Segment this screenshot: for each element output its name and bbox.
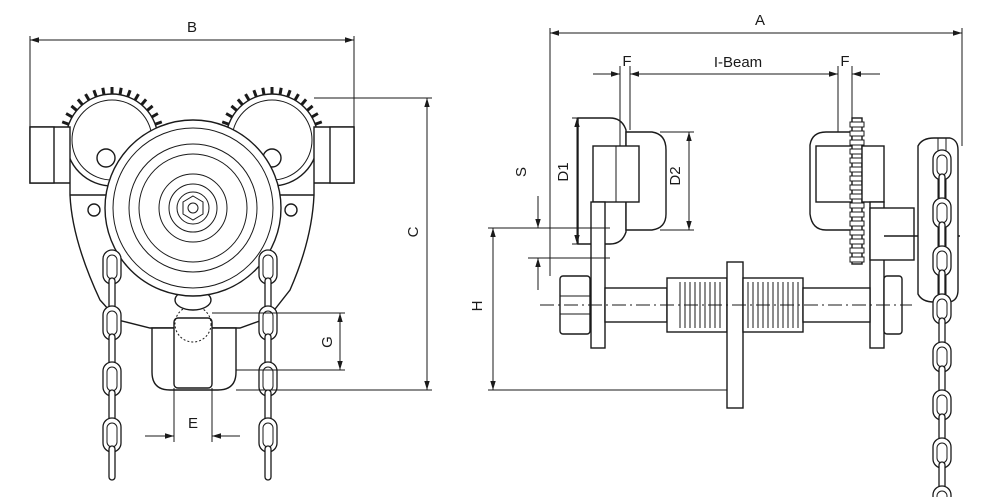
hand-chain-side: [932, 149, 952, 497]
cross-shaft: [540, 261, 912, 409]
right-wheel: [809, 117, 885, 265]
hand-chain-left: [102, 249, 122, 481]
dim-D1: D1: [555, 117, 590, 245]
label-B: B: [187, 19, 197, 36]
chain-link: [102, 417, 122, 453]
left-side-plate: [590, 201, 606, 349]
label-C: C: [405, 226, 422, 237]
chain-link: [264, 445, 272, 481]
dim-E: E: [145, 388, 240, 442]
hand-wheel: [104, 119, 282, 297]
dim-B: B: [29, 19, 355, 127]
bolt-right-lower: [284, 203, 298, 217]
chain-link: [932, 485, 952, 497]
dim-C: C: [236, 97, 432, 391]
left-lug: [29, 126, 55, 184]
label-ibeam: I-Beam: [714, 54, 762, 71]
dim-D2: D2: [660, 131, 694, 231]
label-F-right: F: [840, 53, 849, 70]
label-A: A: [755, 12, 765, 29]
side-view: A F I-Beam F D1: [469, 12, 963, 497]
chain-link: [932, 197, 952, 229]
bolt-left-lower: [87, 203, 101, 217]
bolt-left-upper: [96, 148, 116, 168]
hex-nut: [182, 195, 204, 221]
label-S: S: [513, 167, 530, 177]
dim-S: S: [513, 167, 610, 290]
label-H: H: [469, 301, 486, 312]
front-view: B C G E: [29, 19, 432, 481]
dim-H: H: [469, 227, 727, 391]
left-wheel: [577, 117, 667, 245]
dim-A: A: [549, 12, 963, 276]
dim-ibeam: I-Beam: [630, 54, 838, 75]
load-pin: [173, 317, 213, 389]
dim-G: G: [212, 312, 345, 371]
chain-link: [932, 245, 952, 277]
label-F-left: F: [622, 53, 631, 70]
label-D2: D2: [667, 166, 684, 185]
hand-chain-right: [258, 249, 278, 481]
label-E: E: [188, 415, 198, 432]
label-G: G: [319, 336, 336, 348]
label-D1: D1: [555, 162, 572, 181]
right-lug: [329, 126, 355, 184]
chain-link: [108, 445, 116, 481]
dim-F-right: F: [810, 53, 880, 132]
